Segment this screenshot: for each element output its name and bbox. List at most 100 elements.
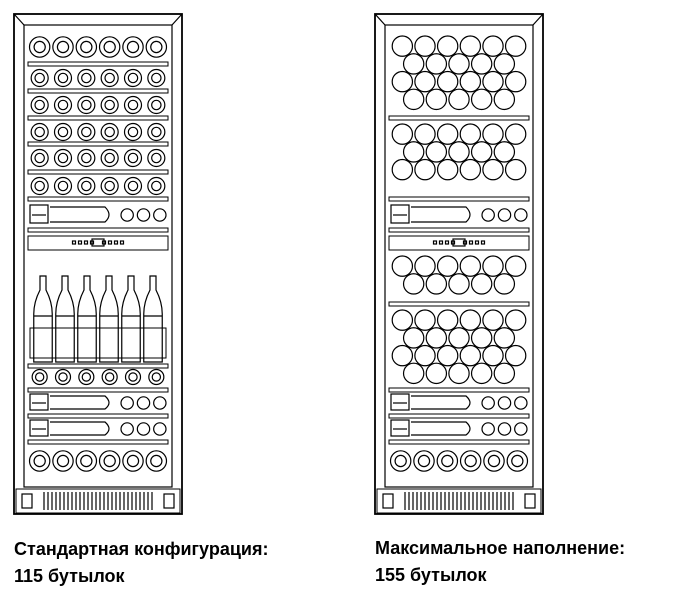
stacked-bottle [459,344,482,367]
stacked-bottle [482,123,504,145]
bottle-row-inner [34,372,45,382]
bottle-row-top [75,36,98,58]
bottle-row-top-inner [33,40,46,54]
stacked-bottle [414,255,436,277]
wine-cabinet-diagram [13,13,544,515]
bottle-row-bottom [52,450,74,472]
stacked-bottle [391,255,414,277]
stacked-bottle [504,35,527,57]
control-button [71,240,77,245]
bottle-row-inner [34,126,45,138]
stacked-bottle [493,362,516,385]
bottle-row [147,68,166,88]
stacked-bottle [425,362,448,385]
bottle-bottom [120,396,134,410]
upright-bottle [143,275,163,363]
grille-foot [21,493,33,509]
stacked-bottle [436,309,459,331]
bottle-bottom [136,422,151,436]
shelf-rail [27,387,169,393]
stacked-bottle [391,70,414,93]
control-button [432,240,438,245]
cabinet-door-glass [23,24,173,488]
bottle-row-inner [151,72,162,84]
bottle-row-inner [151,99,162,111]
stacked-bottle [493,88,516,111]
stacked-bottle [470,273,493,295]
stacked-bottle [482,158,504,181]
bottle-bottom [153,396,167,410]
stacked-bottle [459,255,482,277]
lying-bottle [411,395,471,410]
bottle-row-inner [34,152,45,164]
cabinet-door-glass [384,24,534,488]
bottle-row-top-inner [103,40,116,54]
bottle-row-inner [81,180,92,192]
bottle-row-inner [127,152,139,164]
stacked-bottle [448,141,470,163]
bottle-row [147,95,166,115]
bottle-row-top [28,36,51,58]
drawer-handle [29,393,49,411]
bottle-row [101,368,118,386]
standard-config-title: Стандартная конфигурация: [14,539,269,559]
stacked-bottle [436,344,459,367]
stacked-bottle [504,344,527,367]
bottle-row-top-inner [126,40,140,54]
bottle-row [148,368,165,386]
bottle-bottom [481,396,495,410]
shelf-rail [27,227,169,233]
stacked-bottle [436,35,459,57]
drawer-handle [390,393,410,411]
grille-foot [163,493,175,509]
cabinet-outer-frame [374,13,544,515]
bottle-row-inner [151,126,162,138]
bottle-row [77,148,96,168]
bottle-row-inner [57,126,69,138]
bottle-row-inner [127,126,139,138]
stacked-bottle [425,53,448,75]
bottle-row-top [122,36,144,58]
control-panel [388,235,530,251]
bottle-row [53,148,73,168]
cabinet-outer-frame [13,13,183,515]
stacked-bottle [402,362,425,385]
bottle-row [123,95,143,115]
bottle-row [53,95,73,115]
bottle-bottom [153,208,167,222]
bottle-row-inner [81,372,92,382]
stacked-bottle [493,327,516,349]
standard-config-cabinet [13,13,183,515]
bottle-row-bottom [483,450,505,472]
stacked-bottle [448,88,470,111]
bottle-row [77,122,96,142]
frame-corner [13,13,25,26]
bottle-row [30,68,49,88]
stacked-bottle [391,344,414,367]
drawer-handle [29,419,49,437]
bottle-row-inner [81,72,92,84]
shelf-rail [27,141,169,147]
stacked-bottle [425,327,448,349]
stacked-bottle [391,35,414,57]
stacked-bottle [470,53,493,75]
bottle-row-top [145,36,168,58]
stacked-bottle [425,88,448,111]
stacked-bottle [470,362,493,385]
stacked-bottle [402,327,425,349]
bottle-bottom [120,208,134,222]
stacked-bottle [402,53,425,75]
drawer-handle [390,419,410,437]
bottle-row [123,148,143,168]
bottle-row [100,122,119,142]
bottle-row-inner [34,99,45,111]
control-button [474,240,480,245]
shelf-rail [27,439,169,445]
bottle-row-bottom [436,450,459,472]
upright-bottle [121,275,141,363]
stacked-bottle [391,158,414,181]
bottle-row-inner [104,126,115,138]
bottle-row-top [52,36,74,58]
bottle-row-inner [104,180,115,192]
control-button [450,240,456,245]
